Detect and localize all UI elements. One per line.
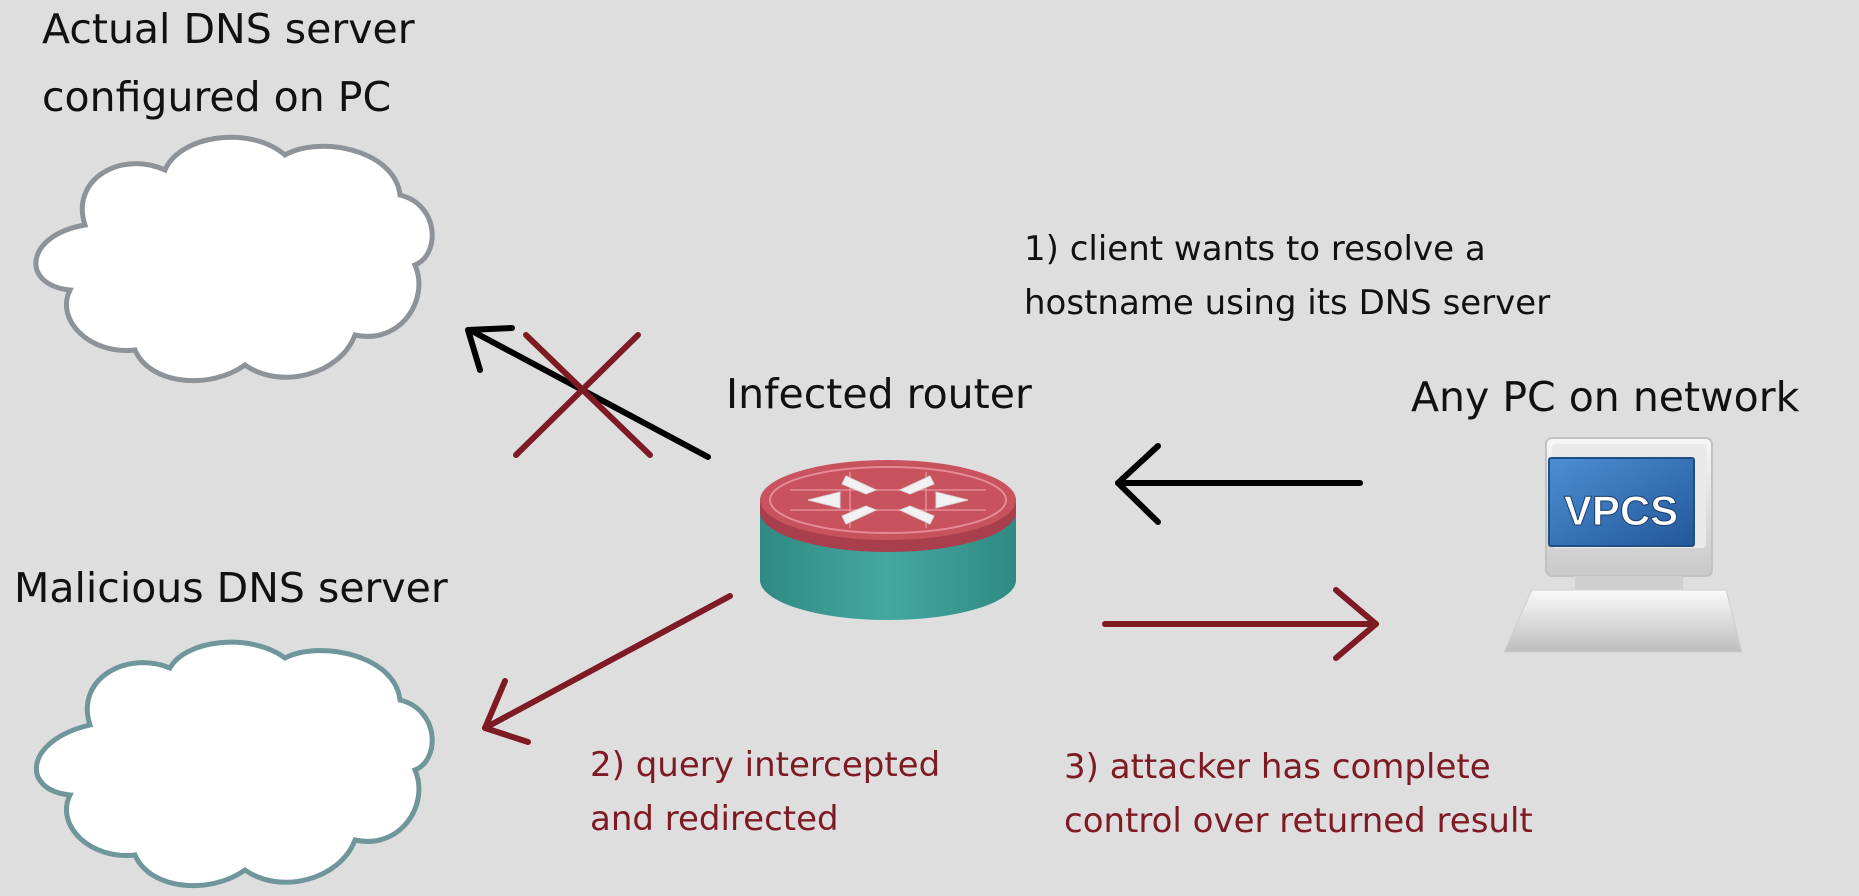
router-label: Infected router xyxy=(726,370,1032,418)
pc-label: Any PC on network xyxy=(1411,373,1800,421)
step2-note: 2) query intercepted and redirected xyxy=(590,745,941,839)
actual-dns-cloud-icon xyxy=(33,134,435,384)
returned-result-arrow xyxy=(1102,587,1379,661)
step3-note: 3) attacker has complete control over re… xyxy=(1064,747,1533,841)
blocked-cross-icon xyxy=(513,332,653,458)
vpcs-screen-label: VPCS xyxy=(1564,487,1678,534)
router-icon xyxy=(760,460,1016,620)
actual-dns-label: Actual DNS server configured on PC xyxy=(42,5,415,121)
malicious-dns-label: Malicious DNS server xyxy=(14,564,448,612)
client-query-arrow xyxy=(1115,443,1363,525)
step1-note: 1) client wants to resolve a hostname us… xyxy=(1024,229,1551,323)
pc-monitor-icon: VPCS xyxy=(1503,437,1743,653)
malicious-dns-cloud-icon xyxy=(33,639,435,889)
redirect-arrow xyxy=(482,593,733,745)
